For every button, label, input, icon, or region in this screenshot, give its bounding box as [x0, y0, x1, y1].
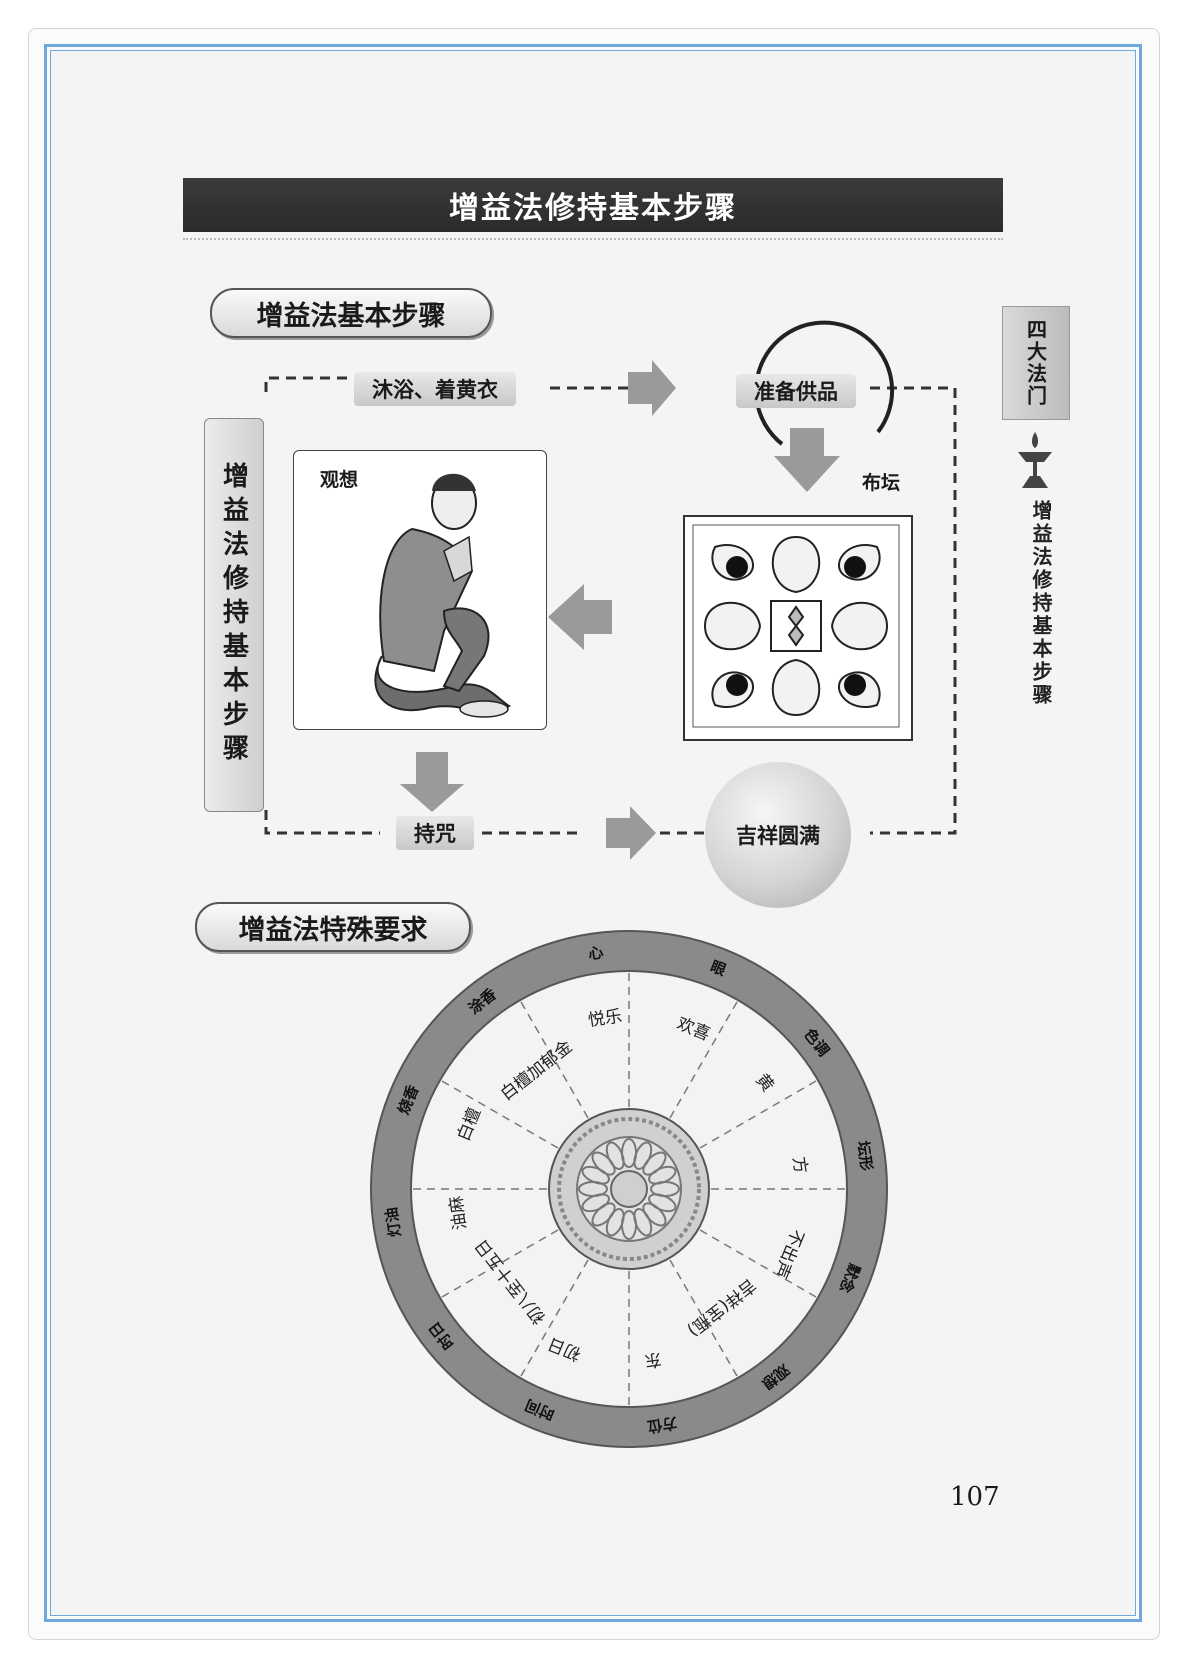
page-number: 107 [950, 1482, 1000, 1512]
chapter-tab: 四大法门 [1002, 306, 1070, 420]
arrow-down-altar [774, 428, 840, 492]
section-heading-requirements: 增益法特殊要求 [195, 902, 471, 952]
mandala-vajra-illustration [692, 524, 900, 728]
altar-mandala-panel [683, 515, 913, 741]
step-offerings: 准备供品 [736, 374, 856, 408]
page-border [44, 44, 1142, 1622]
arrow-right-bottom [606, 806, 656, 860]
outer-ring-label: 坛形 [854, 1140, 876, 1172]
lamp-icon [1018, 432, 1052, 488]
outer-ring-label: 灯油 [382, 1206, 404, 1238]
requirements-wheel: 心眼色调坛形默念观想方位时间时日灯油烧香涂香 悦乐欢喜黄方不出声吉祥(宝瓶)东初… [370, 930, 888, 1448]
arrow-left-visualize [548, 584, 612, 650]
chapter-subtitle: 增益法修持基本步骤 [1029, 500, 1053, 707]
inner-segment-label: 东 [643, 1348, 663, 1370]
step-bath: 沐浴、着黄衣 [354, 372, 516, 406]
page-title: 增益法修持基本步骤 [183, 178, 1003, 232]
inner-segment-label: 悦乐 [587, 1006, 623, 1031]
step-visualize-label: 观想 [320, 469, 359, 491]
outer-ring-label: 方位 [646, 1414, 678, 1436]
inner-segment-label: 油麻 [446, 1195, 471, 1231]
step-complete: 吉祥圆满 [705, 762, 851, 908]
meditating-figure-illustration [374, 473, 512, 718]
title-divider [183, 238, 1003, 240]
step-mantra: 持咒 [396, 816, 474, 850]
inner-segment-label: 方 [788, 1155, 810, 1175]
outer-ring-label: 眼 [708, 957, 729, 979]
arrow-right-top [628, 360, 676, 416]
step-altar-label: 布坛 [862, 472, 901, 494]
section-heading-steps: 增益法基本步骤 [210, 288, 492, 338]
flow-connectors [264, 320, 957, 860]
lotus-petal [605, 1141, 625, 1170]
visualize-panel: 观想 [293, 450, 547, 730]
outer-ring-label: 心 [587, 943, 604, 963]
arrow-down-mantra [400, 752, 464, 812]
vertical-label: 增益法修持基本步骤 [204, 418, 264, 812]
